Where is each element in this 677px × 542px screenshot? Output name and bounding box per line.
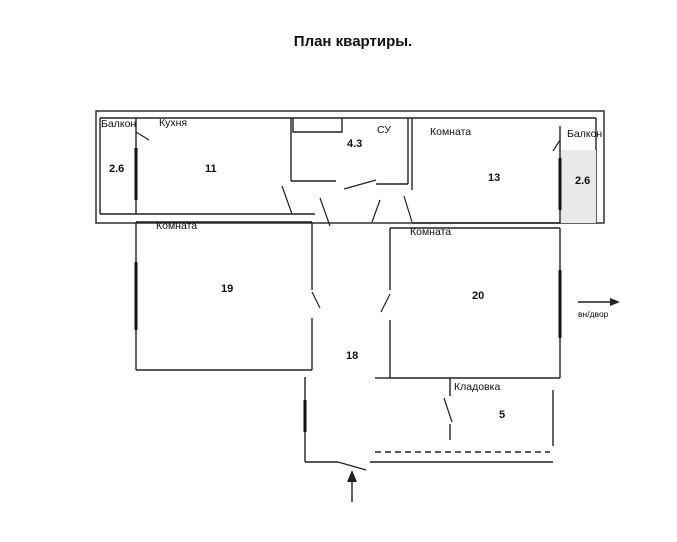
room-top-right: Комната 13 <box>403 118 560 224</box>
room-right: Комната 20 <box>380 226 562 379</box>
room-left: Комната 19 <box>134 220 321 371</box>
room-right-area: 20 <box>472 290 484 302</box>
plan-title: План квартиры. <box>294 33 412 50</box>
room-top-right-area: 13 <box>488 172 500 184</box>
exit-arrow: вн/двор <box>578 298 620 319</box>
bathroom: СУ 4.3 <box>291 118 409 190</box>
bathroom-area: 4.3 <box>347 138 362 150</box>
balcony-left: Балкон 2.6 <box>101 118 150 214</box>
balcony-left-area: 2.6 <box>109 163 124 175</box>
room-right-label: Комната <box>410 226 451 238</box>
bathroom-label: СУ <box>377 124 391 136</box>
exit-label: вн/двор <box>578 309 609 319</box>
balcony-left-label: Балкон <box>101 118 136 130</box>
balcony-right-label: Балкон <box>567 128 602 140</box>
hallway-area: 18 <box>346 350 358 362</box>
entrance-arrow <box>347 470 357 502</box>
storage-label: Кладовка <box>454 381 500 393</box>
hallway: 18 <box>303 197 390 471</box>
room-left-label: Комната <box>156 220 197 232</box>
kitchen: Кухня 11 <box>136 117 315 215</box>
room-left-area: 19 <box>221 283 233 295</box>
room-top-right-label: Комната <box>430 126 471 138</box>
balcony-right-area: 2.6 <box>575 175 590 187</box>
kitchen-area: 11 <box>205 163 217 175</box>
storage: Кладовка 5 <box>370 378 554 463</box>
kitchen-label: Кухня <box>159 117 187 129</box>
balcony-right: Балкон 2.6 <box>552 126 602 223</box>
storage-area: 5 <box>499 409 505 421</box>
